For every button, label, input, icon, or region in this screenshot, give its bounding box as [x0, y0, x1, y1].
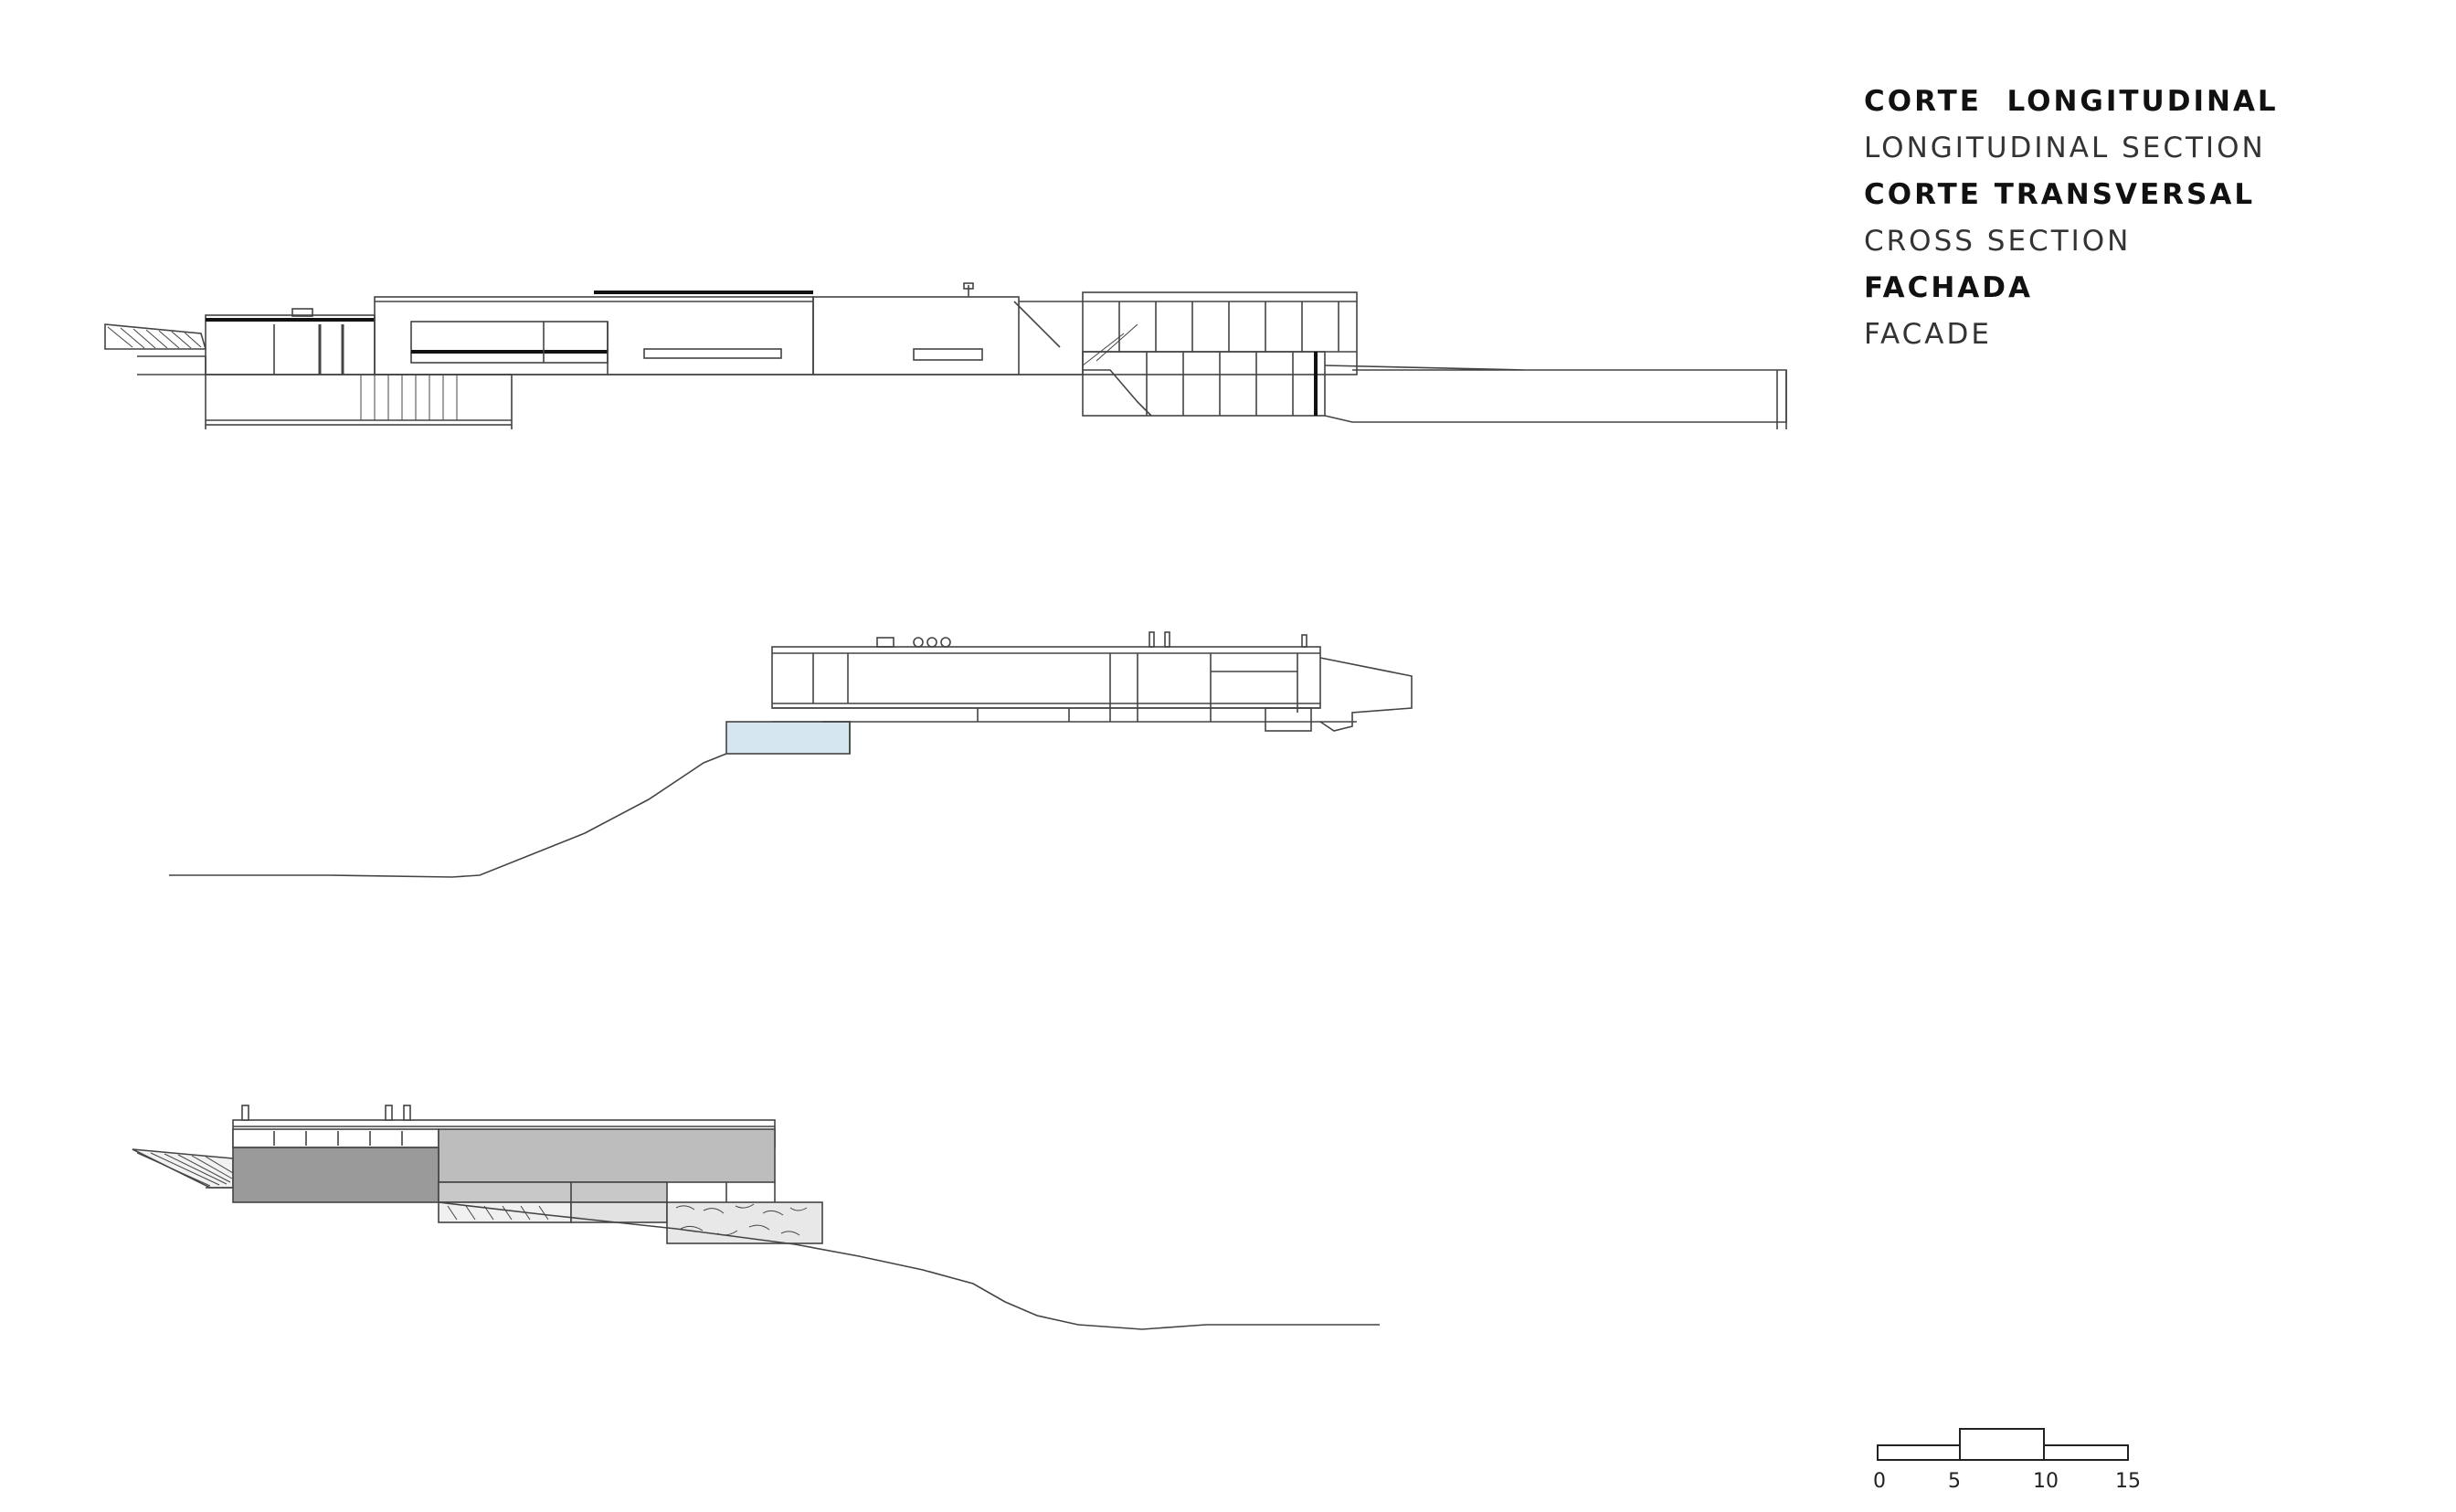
drawing-legend: CORTE LONGITUDINAL LONGITUDINAL SECTION …	[1864, 79, 2279, 358]
legend-longitudinal-es: CORTE LONGITUDINAL	[1864, 85, 2279, 118]
scale-tick-5: 5	[1948, 1470, 1961, 1493]
scale-bar-labels: 0 5 10 15	[1873, 1470, 2141, 1493]
scale-tick-15: 15	[2115, 1470, 2141, 1493]
legend-facade-en: FACADE	[1864, 318, 1992, 351]
cross-section-drawing	[169, 631, 1413, 878]
legend-cross-en: CROSS SECTION	[1864, 225, 2132, 258]
facade-drawing	[132, 1105, 1380, 1330]
scale-tick-10: 10	[2033, 1470, 2059, 1493]
legend-facade-es: FACHADA	[1864, 271, 2034, 304]
longitudinal-section-drawing	[104, 282, 1787, 429]
legend-cross-es: CORTE TRANSVERSAL	[1864, 178, 2256, 211]
legend-longitudinal-en: LONGITUDINAL SECTION	[1864, 132, 2266, 164]
scale-tick-0: 0	[1873, 1470, 1886, 1493]
scale-bar	[1877, 1428, 2129, 1461]
